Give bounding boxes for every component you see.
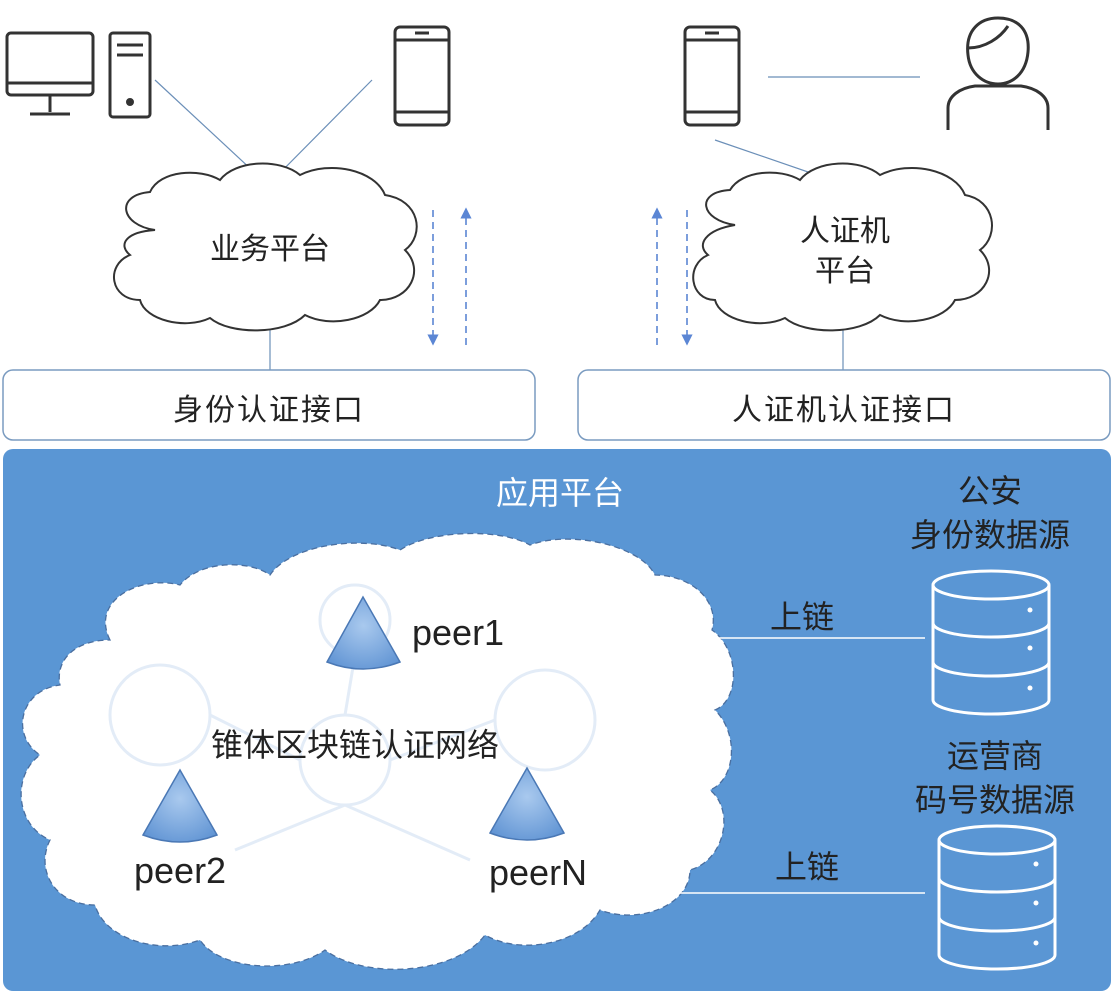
smartphone-icon [393, 25, 451, 127]
onchain-label-2: 上链 [775, 848, 840, 886]
peer1-label: peer1 [412, 612, 505, 653]
peerN-cone [488, 766, 566, 841]
idcard-interface-box [577, 369, 1111, 441]
network-label: 锥体区块链认证网络 [210, 726, 499, 764]
user-icon [946, 16, 1050, 130]
database-icon-2 [937, 824, 1057, 971]
database-icon [931, 569, 1051, 716]
onchain-links [605, 637, 925, 894]
desktop-computer-icon [5, 31, 152, 119]
police-source-line1: 公安 [957, 472, 1022, 510]
identity-interface-box [2, 369, 536, 441]
business-platform-label: 业务平台 [210, 232, 330, 267]
idcard-platform-label-line2: 平台 [815, 254, 875, 289]
idcard-platform-cloud [692, 162, 993, 332]
idcard-platform-label-line1: 人证机 [800, 214, 890, 249]
peer2-label: peer2 [134, 850, 227, 891]
app-platform-title: 应用平台 [495, 474, 624, 512]
idcard-interface-label: 人证机认证接口 [732, 393, 956, 428]
peer2-cone [141, 768, 219, 843]
police-source-line2: 身份数据源 [909, 516, 1070, 554]
smartphone-icon-right [683, 25, 741, 127]
right-dashed-arrows [651, 207, 693, 346]
carrier-source-line2: 码号数据源 [914, 781, 1075, 819]
business-platform-cloud [113, 162, 418, 332]
peerN-label: peerN [489, 852, 588, 893]
peer1-cone [325, 595, 402, 670]
onchain-label-1: 上链 [770, 598, 835, 636]
identity-interface-label: 身份认证接口 [173, 393, 365, 428]
carrier-source-line1: 运营商 [946, 737, 1043, 775]
left-dashed-arrows [427, 207, 472, 346]
blockchain-network-cloud [20, 532, 734, 970]
